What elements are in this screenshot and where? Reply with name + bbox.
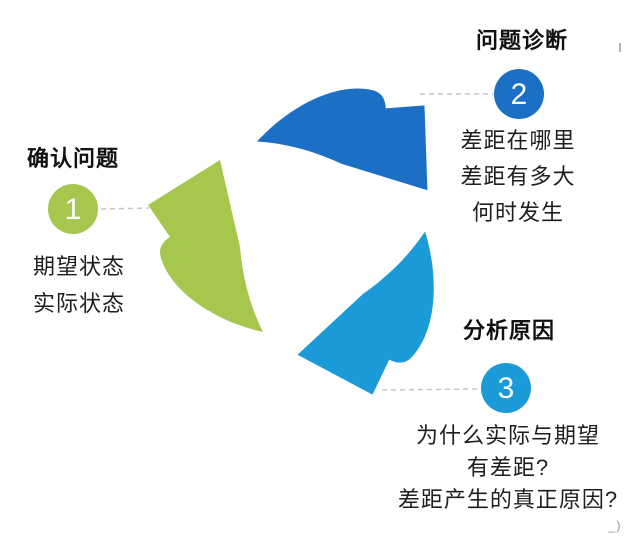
step1-badge: 1 [48,184,98,234]
step1-line: 实际状态 [32,291,125,316]
step3-line: 有差距? [466,455,550,480]
step2-title: 问题诊断 [475,28,568,53]
step2-line: 差距在哪里 [460,128,576,153]
step3-badge: 3 [481,363,531,413]
connector-dash-step1 [100,207,150,210]
step2-line: 何时发生 [471,200,564,225]
step3-line: 为什么实际与期望 [415,423,600,448]
artifact-mark: _) [608,518,622,533]
step3-title: 分析原因 [462,318,555,343]
step1-title: 确认问题 [27,146,120,171]
artifact-tick [619,43,621,52]
step3-text-block: 为什么实际与期望 有差距? 差距产生的真正原因? [378,420,638,516]
step3-badge-number: 3 [498,372,515,405]
step3-badge-circle [481,363,531,413]
step2-line: 差距有多大 [460,164,576,189]
step3-line: 差距产生的真正原因? [397,487,619,512]
step1-text-block: 期望状态 实际状态 [8,248,150,322]
step2-badge-number: 2 [511,78,528,111]
step2-badge-circle [494,69,544,119]
cycle-arrow-left-green [148,160,263,332]
step1-badge-circle [48,184,98,234]
step1-badge-number: 1 [65,193,82,226]
connector-dash-step3 [381,388,481,391]
step1-line: 期望状态 [32,254,125,279]
step2-text-block: 差距在哪里 差距有多大 何时发生 [428,123,608,231]
step2-badge: 2 [494,69,544,119]
